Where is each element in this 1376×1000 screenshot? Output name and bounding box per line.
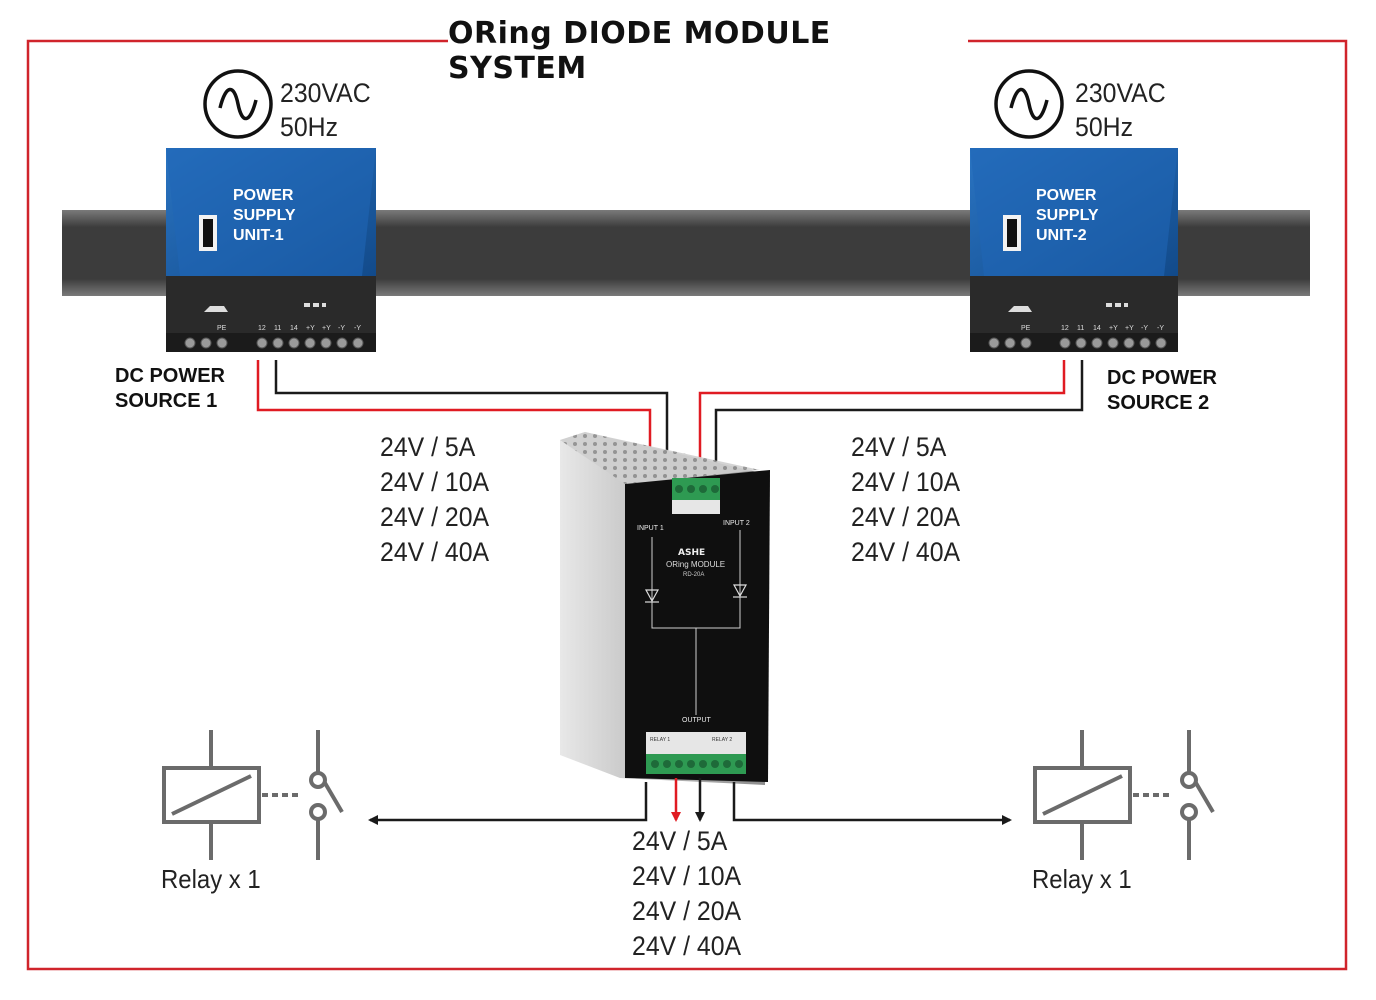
psu-right-label: POWER SUPPLY UNIT-2 — [1036, 186, 1099, 246]
psu-right-term-12: 12 — [1061, 325, 1069, 332]
psu-left-term-py1: +Y — [306, 325, 315, 332]
psu-right-ac-voltage: 230VAC — [1075, 78, 1166, 108]
psu-left-term-ny2: -Y — [354, 325, 361, 332]
module-input1-label: INPUT 1 — [637, 525, 664, 532]
rating-item: 24V / 10A — [632, 861, 742, 891]
psu-right-term-py2: +Y — [1125, 325, 1134, 332]
output-rating: 24V / 5A 24V / 10A 24V / 20A 24V / 40A — [632, 824, 741, 964]
psu-right-label-line: SUPPLY — [1036, 207, 1099, 224]
psu-left-ac-rating: 230VAC 50Hz — [280, 76, 371, 144]
module-model: RD-20A — [683, 572, 704, 578]
wire-psu1-positive — [256, 360, 655, 478]
psu-left-term-py2: +Y — [322, 325, 331, 332]
dc-source-2-line: DC POWER — [1107, 367, 1217, 389]
psu-left-term-pe: PE — [217, 325, 227, 332]
psu-left-label: POWER SUPPLY UNIT-1 — [233, 186, 296, 246]
psu-right-label-line: POWER — [1036, 187, 1097, 204]
relay-icon-left — [162, 730, 344, 860]
rating-item: 24V / 10A — [851, 467, 961, 497]
psu-right-term-ny2: -Y — [1157, 325, 1164, 332]
output-terminal-block — [646, 754, 746, 774]
dc-source-1-line: SOURCE 1 — [115, 390, 218, 412]
psu-right-ac-frequency: 50Hz — [1075, 112, 1133, 142]
psu-left-ac-frequency: 50Hz — [280, 112, 338, 142]
psu-right-term-pe: PE — [1021, 325, 1031, 332]
rating-item: 24V / 20A — [632, 896, 742, 926]
diode-symbol-left — [644, 589, 660, 603]
oring-module: INPUT 1 INPUT 2 ASHE ORing MODULE RD-20A… — [560, 432, 770, 785]
relay2-output-wire — [732, 782, 1012, 825]
rating-item: 24V / 40A — [851, 537, 961, 567]
module-relay2-label: RELAY 2 — [712, 737, 732, 743]
psu-left-label-line: SUPPLY — [233, 207, 296, 224]
wire-psu1-negative — [274, 360, 672, 478]
psu-left-term-11: 11 — [274, 325, 281, 332]
psu-right-label-line: UNIT-2 — [1036, 227, 1087, 244]
psu-right-term-11: 11 — [1077, 325, 1084, 332]
psu-right-term-14: 14 — [1093, 325, 1101, 332]
psu-right-term-ny1: -Y — [1141, 325, 1148, 332]
input-terminal-block — [672, 478, 720, 500]
psu-right: PE 12 11 14 +Y +Y -Y -Y — [970, 148, 1178, 352]
relay-right-label: Relay x 1 — [1032, 864, 1132, 894]
input-rating-left: 24V / 5A 24V / 10A 24V / 20A 24V / 40A — [380, 430, 489, 570]
module-relay1-label: RELAY 1 — [650, 737, 670, 743]
ac-source-icon-right — [994, 69, 1064, 139]
relay1-output-wire — [368, 782, 648, 825]
rating-item: 24V / 10A — [380, 467, 490, 497]
psu-left-label-line: UNIT-1 — [233, 227, 284, 244]
psu-left-term-12: 12 — [258, 325, 266, 332]
psu-left-ac-voltage: 230VAC — [280, 78, 371, 108]
rating-item: 24V / 5A — [380, 432, 476, 462]
psu-right-term-py1: +Y — [1109, 325, 1118, 332]
module-output-label: OUTPUT — [682, 717, 712, 724]
dc-source-2-label: DC POWER SOURCE 2 — [1107, 366, 1217, 416]
rating-item: 24V / 40A — [380, 537, 490, 567]
rating-item: 24V / 40A — [632, 931, 742, 961]
module-input2-label: INPUT 2 — [723, 520, 750, 527]
module-brand: ASHE — [678, 548, 705, 558]
psu-left-term-14: 14 — [290, 325, 298, 332]
diagram-title: ORing DIODE MODULE SYSTEM — [448, 16, 968, 86]
psu-right-ac-rating: 230VAC 50Hz — [1075, 76, 1166, 144]
dc-source-1-label: DC POWER SOURCE 1 — [115, 364, 225, 414]
dc-source-2-line: SOURCE 2 — [1107, 392, 1210, 414]
psu-left-term-ny1: -Y — [338, 325, 345, 332]
dc-source-1-line: DC POWER — [115, 365, 225, 387]
wire-psu2-positive — [695, 360, 1066, 478]
input-rating-right: 24V / 5A 24V / 10A 24V / 20A 24V / 40A — [851, 430, 960, 570]
relay-left-label: Relay x 1 — [161, 864, 261, 894]
wire-psu2-negative — [711, 360, 1084, 478]
ac-source-icon-left — [203, 69, 273, 139]
rating-item: 24V / 5A — [851, 432, 947, 462]
diode-symbol-right — [732, 584, 748, 598]
rating-item: 24V / 5A — [632, 826, 728, 856]
rating-item: 24V / 20A — [851, 502, 961, 532]
psu-left: PE 12 11 14 +Y +Y -Y -Y — [166, 148, 376, 352]
relay-icon-right — [1033, 730, 1215, 860]
psu-left-label-line: POWER — [233, 187, 294, 204]
rating-item: 24V / 20A — [380, 502, 490, 532]
module-name: ORing MODULE — [666, 560, 725, 569]
